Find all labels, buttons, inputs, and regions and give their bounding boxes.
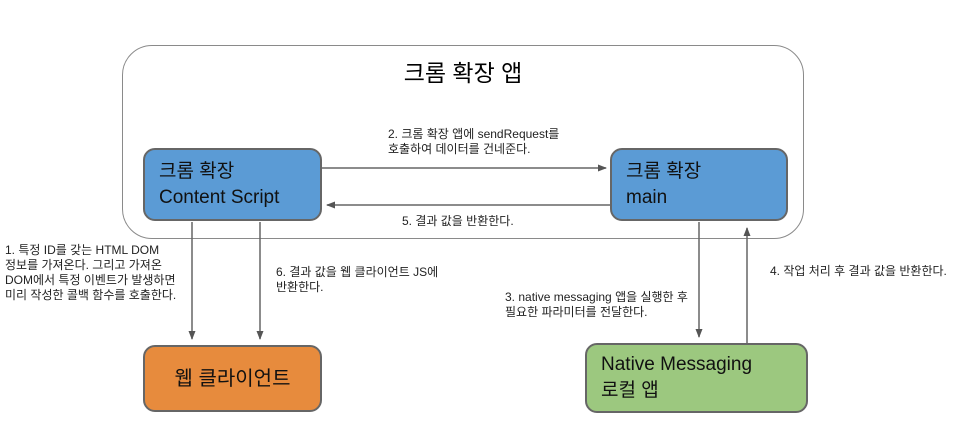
annotation-step6: 6. 결과 값을 웹 클라이언트 JS에 반환한다. [276, 265, 438, 295]
annotation-step5: 5. 결과 값을 반환한다. [402, 214, 514, 229]
annotation-step4: 4. 작업 처리 후 결과 값을 반환한다. [770, 264, 947, 279]
annotation-step6-line2: 반환한다. [276, 280, 324, 294]
annotation-step3-line2: 필요한 파라미터를 전달한다. [505, 305, 648, 319]
node-extension-main: 크롬 확장 main [610, 148, 788, 221]
node-extension-main-line2: main [626, 186, 668, 208]
container-title: 크롬 확장 앱 [403, 60, 523, 86]
node-content-script-line1: 크롬 확장 [159, 160, 235, 182]
node-native-messaging-line1: Native Messaging [601, 354, 753, 375]
node-web-client-label: 웹 클라이언트 [174, 367, 291, 390]
annotation-step3: 3. native messaging 앱을 실행한 후 필요한 파라미터를 전… [505, 290, 688, 320]
annotation-step3-line1: 3. native messaging 앱을 실행한 후 [505, 290, 688, 304]
annotation-step2-line1: 2. 크롬 확장 앱에 sendRequest를 [388, 127, 560, 141]
annotation-step1: 1. 특정 ID를 갖는 HTML DOM 정보를 가져온다. 그리고 가져온 … [5, 243, 176, 303]
annotation-step2-line2: 호출하여 데이터를 건네준다. [388, 142, 531, 156]
node-native-messaging-line2: 로컬 앱 [601, 380, 659, 401]
annotation-step4-line1: 4. 작업 처리 후 결과 값을 반환한다. [770, 264, 947, 278]
node-native-messaging: Native Messaging 로컬 앱 [585, 343, 808, 413]
annotation-step5-line1: 5. 결과 값을 반환한다. [402, 214, 514, 228]
annotation-step1-line3: DOM에서 특정 이벤트가 발생하면 [5, 273, 176, 287]
annotation-step1-line4: 미리 작성한 콜백 함수를 호출한다. [5, 288, 177, 302]
annotation-step6-line1: 6. 결과 값을 웹 클라이언트 JS에 [276, 265, 439, 279]
node-content-script-line2: Content Script [159, 186, 280, 208]
node-web-client: 웹 클라이언트 [143, 345, 322, 412]
annotation-step2: 2. 크롬 확장 앱에 sendRequest를 호출하여 데이터를 건네준다. [388, 127, 559, 157]
annotation-step1-line2: 정보를 가져온다. 그리고 가져온 [5, 258, 162, 272]
node-extension-main-line1: 크롬 확장 [626, 160, 702, 182]
node-content-script: 크롬 확장 Content Script [143, 148, 322, 221]
annotation-step1-line1: 1. 특정 ID를 갖는 HTML DOM [5, 243, 160, 257]
